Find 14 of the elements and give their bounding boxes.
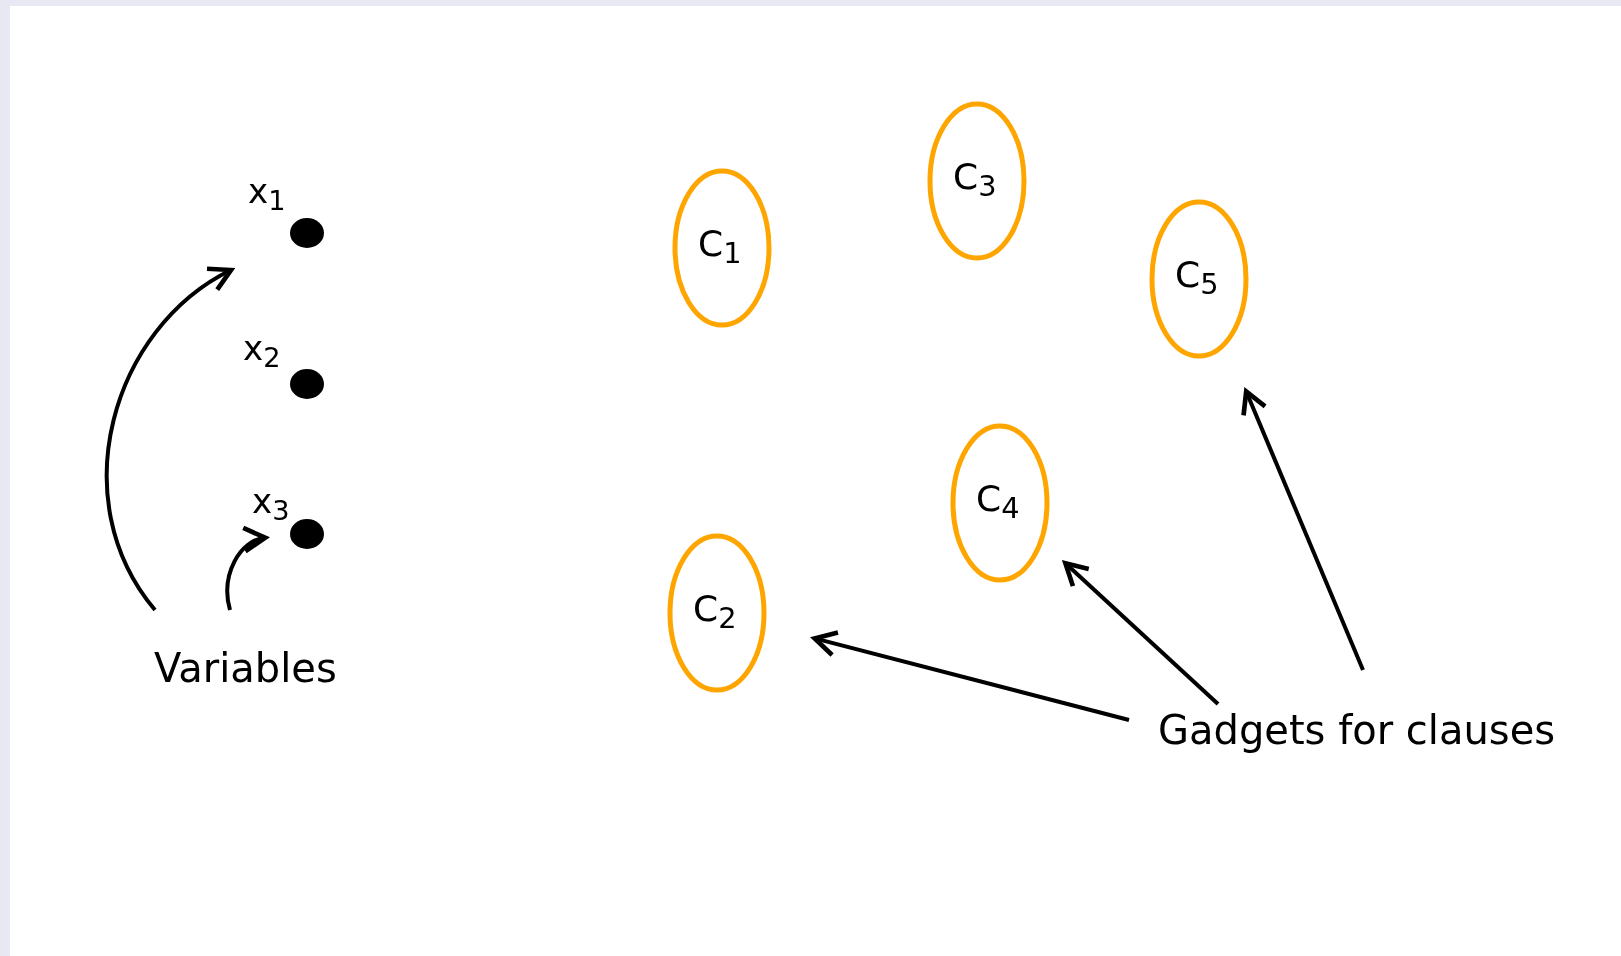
clause-label: C$_{2}$ <box>693 591 737 627</box>
arrow <box>1241 389 1365 671</box>
arrow <box>105 267 234 612</box>
variable-label: x$_{3}$ <box>252 484 290 518</box>
clause-label: C$_{3}$ <box>953 159 997 195</box>
variable-label: x$_{1}$ <box>248 174 286 208</box>
arrow <box>225 528 268 611</box>
caption-text: Variables <box>154 648 337 688</box>
arrow <box>1063 560 1220 706</box>
clause-label: C$_{5}$ <box>1175 257 1219 293</box>
clause-label: C$_{4}$ <box>976 481 1020 517</box>
variable-label: x$_{2}$ <box>243 331 281 365</box>
arrow <box>812 630 1130 722</box>
clause-label: C$_{1}$ <box>698 226 742 262</box>
